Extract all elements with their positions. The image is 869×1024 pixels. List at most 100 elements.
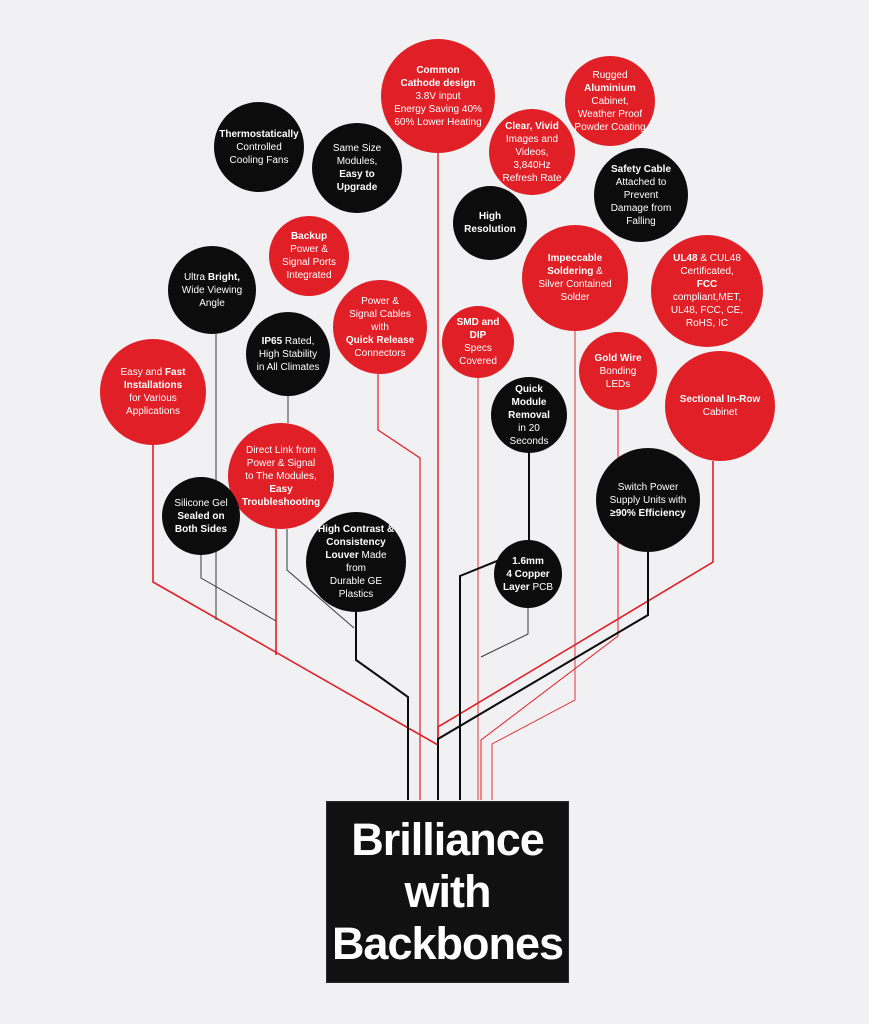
bubble-text-segment: 3.8V input [415,90,461,102]
bubble-text-segment: Switch Power [617,481,679,493]
bubble-text-segment: for Various [129,393,177,404]
bubble-text-segment: Quick Release [345,334,415,346]
bubble-text-segment: ≥90% Efficiency [610,507,686,519]
bubble-text-segment: SMD and DIP [456,317,500,341]
bubble-text-segment: Controlled [236,141,282,153]
connector-line [459,453,530,800]
bubble-text-segment: Consistency [326,537,386,548]
bubble-text-segment: Sectional In-Row [679,394,761,405]
bubble-text-segment: Cooling Fans [229,154,289,166]
bubble-text-segment: Easy [269,483,293,495]
bubble-text-segment: Thermostatically [219,128,299,140]
bubble-text-segment: Signal Ports [282,257,336,268]
bubble-text-segment: UL48, FCC, CE, [670,305,744,316]
bubble-same-size-modules: Same Size Modules,Easy to Upgrade [312,123,402,213]
bubble-text-segment: compliant,MET, [672,292,742,303]
bubble-text-segment: Signal Cables with [349,308,411,333]
bubble-text-segment: PCB [529,581,554,593]
bubble-text-segment: High Contrast & [317,524,395,535]
bubble-text-segment: Both Sides [174,523,228,535]
bubble-high-resolution: High Resolution [453,186,527,260]
bubble-text-segment: to The Modules, [245,470,317,482]
bubble-text-segment: Ultra [183,271,208,283]
title-panel: Brilliance with Backbones [326,801,569,983]
bubble-text-segment: Same Size Modules, [332,143,382,167]
bubble-text-segment: Cabinet, [591,95,629,107]
bubble-text-segment: Common [416,64,460,76]
bubble-text-segment: Damage from Falling [610,202,672,227]
bubble-text-segment: Power & [290,244,328,255]
bubble-text-segment: Clear, Vivid [505,120,559,132]
bubble-text-segment: Specs Covered [459,343,497,367]
connector-line [200,555,277,622]
bubble-text-segment: Louver [325,550,359,561]
bubble-text-segment: Easy to Upgrade [336,169,378,193]
bubble-text-segment: Silver Contained [538,279,612,290]
bubble-text-segment: Removal [508,409,550,421]
bubble-text-segment: Fast [164,367,186,378]
title-line-1: Brilliance [351,814,545,865]
bubble-text-segment: UL48 [673,253,698,264]
bubble-text-segment: Attached to Prevent [615,176,667,201]
bubble-text: Ultra Bright,Wide Viewing Angle [176,271,248,310]
bubble-text-segment: Backup [290,231,328,242]
bubble-text-segment: Installations [123,380,183,391]
bubble-text-segment: 60% Lower Heating [394,116,482,128]
connector-line [480,410,619,800]
bubble-text-segment: Rated, [282,335,315,347]
bubble-text-segment: Certificated, [680,266,734,277]
bubble-text-segment: Applications [126,406,180,417]
bubble-text-segment: Made [358,550,387,561]
bubble-text-segment: IP65 [261,335,283,347]
bubble-text-segment: Impeccable [547,253,603,264]
bubble-text: High Resolution [461,210,519,236]
bubble-text-segment: Gold Wire [594,352,642,364]
bubble-text-segment: Power & Signal [246,457,316,469]
connector-line [286,529,355,629]
title-line-3: Backbones [331,918,564,969]
bubble-text-segment: Quick Module [511,383,547,408]
bubble-text-segment: & [593,266,603,277]
bubble-text-segment: Safety Cable [610,163,672,175]
bubble-text-segment: & CUL48 [697,253,741,264]
bubble-ultra-bright: Ultra Bright,Wide Viewing Angle [168,246,256,334]
bubble-text-segment: Silicone Gel [174,497,228,509]
bubble-text-segment: Plastics [338,589,374,600]
bubble-text-segment: Solder [560,292,590,303]
bubble-text-segment: Cabinet [702,407,738,418]
connector-line [355,612,409,800]
